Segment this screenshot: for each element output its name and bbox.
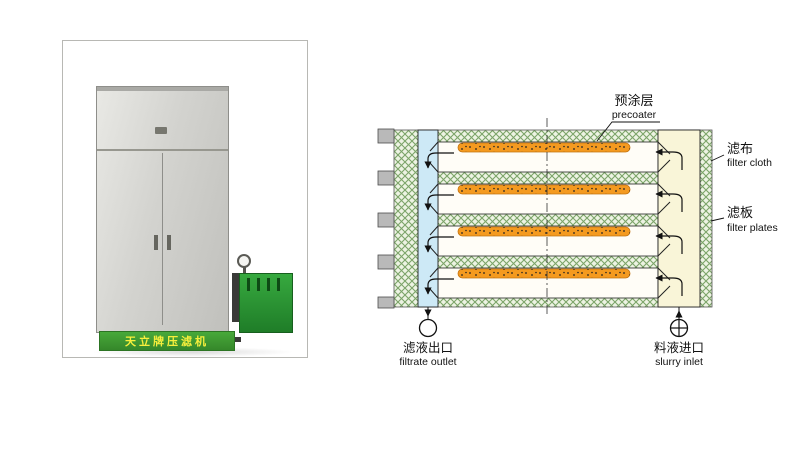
inlet-label-zh: 料液进口 xyxy=(654,340,704,355)
floor-shadow xyxy=(91,347,295,357)
pump-column xyxy=(232,273,242,322)
cabinet-divider xyxy=(97,149,228,151)
plates-label-en: filter plates xyxy=(727,222,778,234)
plates-label-zh: 滤板 xyxy=(727,205,753,220)
door-handle-left xyxy=(154,235,158,250)
pressure-gauge xyxy=(237,254,251,268)
cabinet-door-seam xyxy=(162,153,163,325)
precoat-label-zh: 预涂层 xyxy=(614,93,653,108)
cloth-leader-line xyxy=(710,154,725,162)
inlet-label-en: slurry inlet xyxy=(655,356,703,368)
pump-vents xyxy=(247,278,287,291)
machine-base: 天立牌压滤机 xyxy=(99,331,235,351)
outlet-label-en: filtrate outlet xyxy=(399,356,456,368)
machine-photo: 天立牌压滤机 xyxy=(62,40,308,358)
cloth-label-en: filter cloth xyxy=(727,157,772,169)
slurry-inlet-symbol xyxy=(669,307,689,338)
filter-cloth-lines xyxy=(429,141,671,299)
slurry-channel xyxy=(657,129,701,308)
cloth-label-zh: 滤布 xyxy=(727,141,753,156)
plates-leader-line xyxy=(710,217,725,222)
pump-pipe xyxy=(243,266,246,275)
outlet-label-zh: 滤液出口 xyxy=(403,340,453,355)
plate-end-tabs xyxy=(377,128,395,309)
filter-press-cabinet xyxy=(96,86,229,333)
cabinet-latch xyxy=(155,127,167,134)
diagram-labels: 预涂层 precoater 滤布 filter cloth 滤板 filter … xyxy=(399,93,777,368)
cabinet-top-lid xyxy=(97,87,228,91)
machine-brand-label: 天立牌压滤机 xyxy=(125,336,209,348)
precoat-leader-line xyxy=(596,121,660,142)
precoat-layers xyxy=(457,142,631,279)
filtrate-outlet-symbol xyxy=(418,307,438,338)
door-handle-right xyxy=(167,235,171,250)
filter-press-diagram: 预涂层 precoater 滤布 filter cloth 滤板 filter … xyxy=(377,93,778,368)
filtrate-flow-arrows xyxy=(424,152,454,317)
precoat-label-en: precoater xyxy=(612,109,657,121)
